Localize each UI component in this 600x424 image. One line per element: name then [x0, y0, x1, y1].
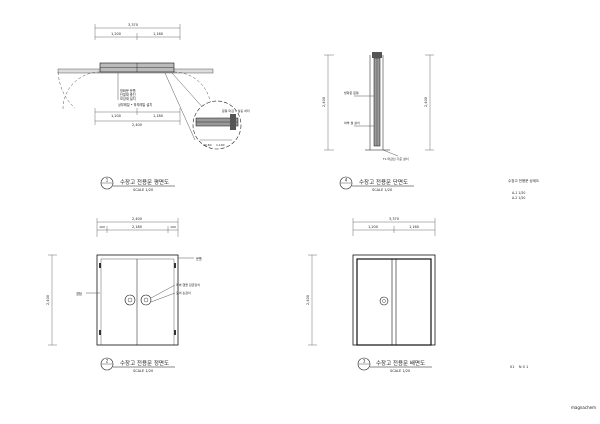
plan-callout-3: 보강재 설치: [120, 96, 136, 101]
section-callout-1: 방화문 문틀: [344, 90, 359, 95]
section-dim-right: 2,400: [424, 97, 428, 107]
front-scale: SCALE 1/20: [133, 369, 153, 373]
rear-door-frame: [352, 254, 436, 346]
front-title: 수장고 전용문 정면도: [120, 359, 169, 367]
front-label-top: 문틀: [196, 256, 202, 261]
rear-lock-hub: [382, 299, 386, 303]
plan-detail-jamb: [230, 114, 236, 130]
front-hinge: [99, 330, 101, 335]
rear-elevation: 3,370 1,200 1,160 2,400 3 수장고 전용문 배면도 SC…: [306, 217, 436, 373]
side-note: 수장고 전용문 상세도 A-1 1/20 A-2 1/20: [508, 178, 540, 200]
front-title-number: 2: [106, 359, 109, 364]
front-dim-total: 2,400: [132, 217, 142, 221]
section-frame-head: [372, 52, 382, 58]
rear-dim-right: 1,160: [409, 225, 419, 229]
plan-note-mid: 상부레일 • 하부레일 설치: [118, 102, 152, 107]
rear-dim-left: 1,200: [368, 225, 378, 229]
plan-dim-top-total: 3,370: [128, 23, 138, 27]
section-leader-3: [382, 149, 399, 157]
plan-view: 3,370 1,200 1,160 방화문 문틀 단열재 충진 보강재 설치 상…: [57, 23, 250, 192]
plan-detail-leader-2: [164, 72, 196, 141]
watermark: magnachem: [571, 405, 596, 410]
plan-dim-top-left: 1,200: [111, 32, 121, 36]
sheet-number: 01 N 0 1: [510, 365, 528, 369]
plan-title-number: 1: [106, 178, 109, 183]
front-lock-hub-left: [127, 297, 133, 303]
section-title: 수장고 전용문 단면도: [359, 178, 408, 186]
plan-dim-bottom-right: 1,180: [153, 114, 163, 118]
section-callout-2: 하부 씰 설치: [344, 120, 360, 125]
plan-detail-dim-2: 1,100: [216, 143, 225, 147]
rear-scale: SCALE 1/20: [390, 369, 410, 373]
plan-title: 수장고 전용문 평면도: [120, 178, 169, 186]
section-scale: SCALE 1/20: [372, 188, 392, 192]
rear-door-inner: [356, 258, 432, 346]
front-lock-hub-right: [143, 297, 149, 303]
side-note-title: 수장고 전용문 상세도: [508, 178, 540, 183]
rear-dim-total: 3,370: [389, 217, 399, 221]
front-dim-height: 2,400: [46, 295, 50, 305]
side-note-line-2: A-2 1/20: [512, 196, 525, 200]
front-door-inner: [100, 258, 175, 346]
rear-title-number: 3: [363, 359, 366, 364]
plan-scale: SCALE 1/20: [133, 188, 153, 192]
plan-swing-arc-right: [173, 71, 212, 110]
plan-dim-top-right: 1,160: [153, 32, 163, 36]
front-hinge: [174, 263, 176, 268]
rear-title: 수장고 전용문 배면도: [376, 359, 425, 367]
section-dim-left: 2,400: [322, 97, 326, 107]
plan-detail-leader: [171, 72, 206, 111]
front-label-lock2: 도어 손잡이: [176, 290, 191, 295]
plan-swing-arc-outer: [57, 71, 76, 109]
rear-dim-height: 2,400: [306, 295, 310, 305]
plan-swing-arc-left: [62, 71, 101, 110]
front-label-lock1: 레버 핸들 잠금장치: [176, 282, 200, 287]
front-dim-mid: 2,180: [132, 225, 142, 229]
front-dim-left: 100: [99, 225, 105, 229]
front-dim-right: 100: [170, 225, 176, 229]
front-leader-lock1: [150, 284, 176, 299]
plan-callout-2: 단열재 충진: [120, 92, 136, 97]
front-door-frame: [96, 254, 179, 346]
section-view: 2,400 방화문 문틀 하부 씰 설치 FL 마감선 기준 설치 2,400 …: [322, 52, 434, 192]
plan-detail-dim-1: 40,60: [203, 143, 212, 147]
front-label-left: 경첩: [76, 291, 82, 296]
section-title-number: 4: [345, 178, 348, 183]
front-hinge: [99, 263, 101, 268]
plan-detail-note: 문틀 마감 • 실링 처리: [222, 108, 250, 113]
plan-callout-1: 방화문 문틀: [120, 88, 136, 93]
front-leader-lock2: [150, 292, 176, 303]
plan-dim-bottom-total: 2,400: [132, 123, 142, 127]
front-hinge: [174, 330, 176, 335]
section-note-bottom: FL 마감선 기준 설치: [383, 156, 409, 161]
front-elevation: 2,400 100 2,180 100 2,400 경첩 문틀 레버 핸들 잠금…: [46, 217, 202, 373]
side-note-line-1: A-1 1/20: [512, 191, 525, 195]
plan-dim-bottom-left: 1,200: [111, 114, 121, 118]
